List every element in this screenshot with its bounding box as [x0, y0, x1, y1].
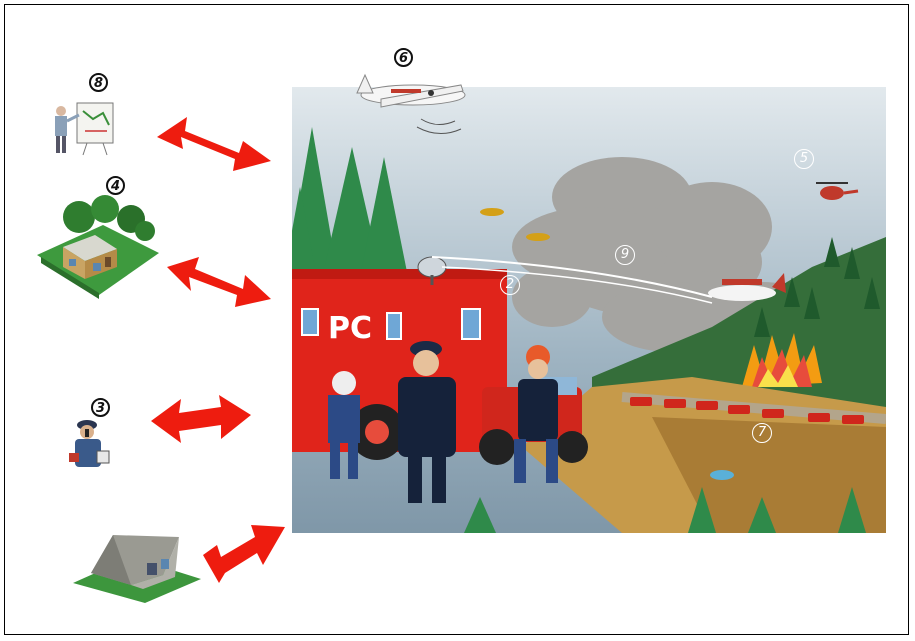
officer-radio-icon	[59, 417, 123, 475]
truck-pc-text: PC	[328, 311, 372, 346]
label-8: 8	[89, 72, 108, 92]
house-icon	[33, 195, 163, 305]
tent-shelter-icon	[71, 523, 203, 605]
label-5: 5	[794, 149, 814, 169]
link-arrow-4	[165, 253, 273, 309]
water-pond	[710, 470, 734, 480]
label-3: 3	[91, 397, 110, 417]
link-arrow-1	[201, 517, 287, 597]
label-7: 7	[752, 423, 772, 443]
label-2: 2	[500, 275, 520, 295]
label-6: 6	[394, 47, 413, 67]
label-4: 4	[106, 175, 125, 195]
planning-meeting-icon	[47, 97, 119, 157]
spotter-plane	[351, 63, 481, 143]
diagram-frame: 8 4 3 1	[4, 4, 909, 635]
link-arrow-8	[155, 115, 273, 173]
label-9: 9	[615, 245, 635, 265]
link-arrow-3	[149, 395, 253, 443]
